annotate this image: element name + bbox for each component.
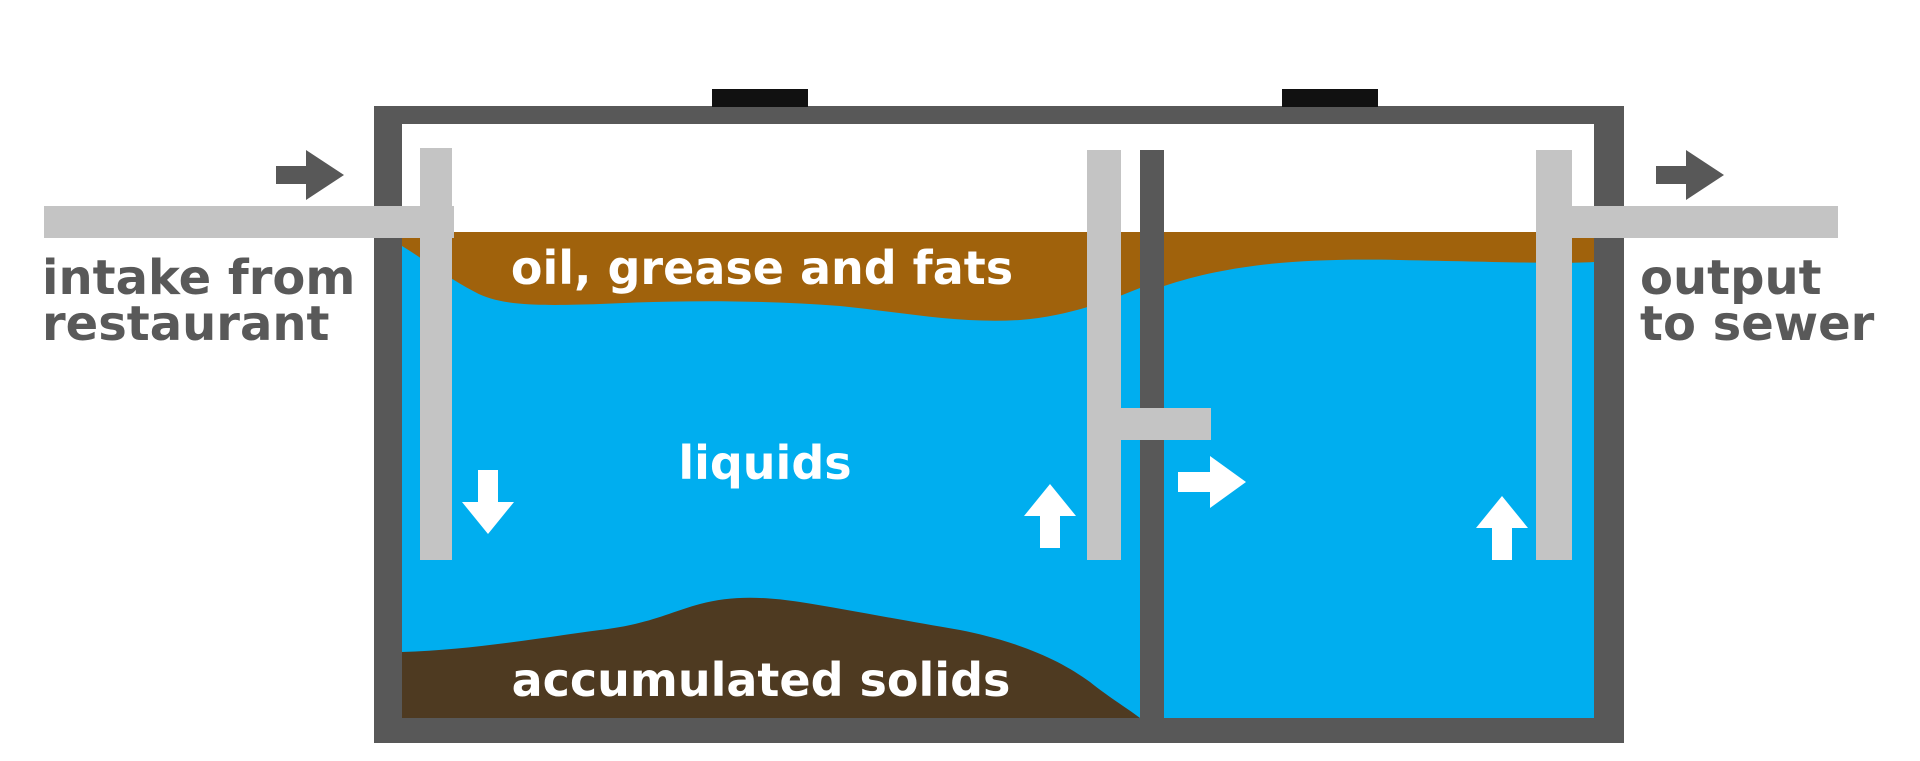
left-chamber-water: [402, 240, 1140, 718]
output-flow-arrow-icon: [1656, 150, 1724, 200]
grease-layer-right: [1164, 232, 1594, 286]
output-label-line-1: output: [1640, 250, 1822, 306]
access-lid-right: [1282, 89, 1378, 107]
liquids-label: liquids: [678, 436, 852, 490]
down-flow-arrow-icon: [462, 470, 514, 534]
intake-label-line-2: restaurant: [42, 296, 330, 352]
output-label: output to sewer: [1640, 250, 1875, 352]
up-flow-arrow-icon-right-chamber: [1476, 496, 1528, 560]
up-flow-arrow-icon-left-chamber: [1024, 484, 1076, 548]
right-chamber-water: [1164, 240, 1594, 718]
solids-label: accumulated solids: [511, 653, 1011, 707]
solids-layer: [402, 597, 1140, 718]
intake-pipe-vertical: [420, 148, 452, 560]
crossover-pipe-horizontal: [1087, 408, 1211, 440]
outlet-pipe-horizontal: [1536, 206, 1838, 238]
intake-pipe-horizontal: [44, 206, 454, 238]
intake-flow-arrow-icon: [276, 150, 344, 200]
grease-layer-left: [402, 232, 1140, 321]
intake-label: intake from restaurant: [42, 250, 356, 352]
right-flow-arrow-icon: [1178, 456, 1246, 508]
grease-layer-label: oil, grease and fats: [510, 241, 1014, 295]
crossover-pipe-vertical: [1087, 150, 1121, 560]
output-label-line-2: to sewer: [1640, 296, 1875, 352]
access-lid-left: [712, 89, 808, 107]
intake-label-line-1: intake from: [42, 250, 356, 306]
